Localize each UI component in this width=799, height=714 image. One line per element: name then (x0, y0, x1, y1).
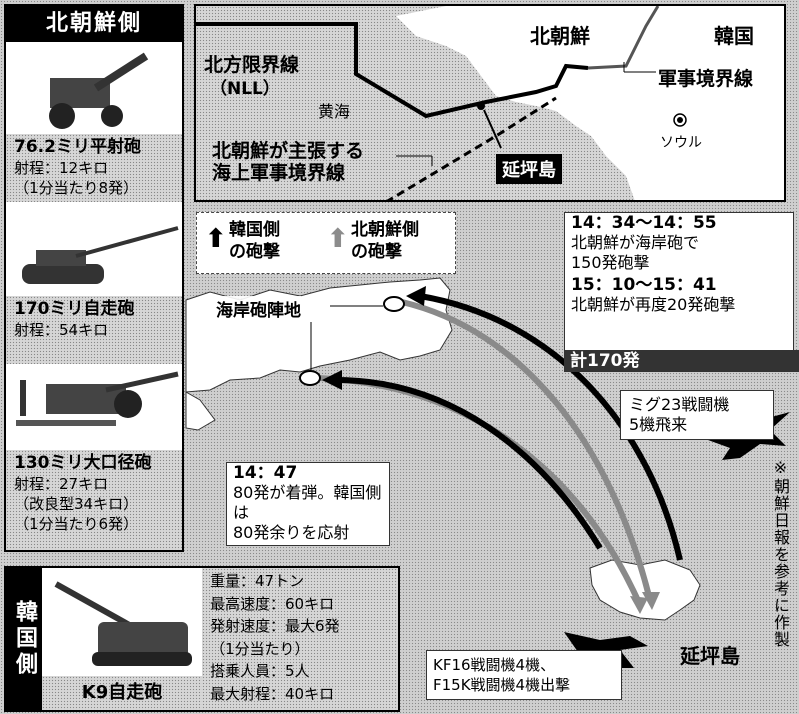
timeline-box: 14：34〜14：55 北朝鮮が海岸砲で 150発砲撃 15：10〜15：41 … (564, 212, 794, 352)
k9-name: K9自走砲 (42, 676, 202, 710)
seoul-label: ソウル (660, 135, 702, 151)
artillery-site-marker (299, 370, 321, 386)
response-box: 14：47 80発が着弾。韓国側は 80発余りを応射 (226, 462, 390, 546)
timeline-time-2: 15：10〜15：41 (571, 275, 717, 295)
yeonpyeong-map-label: 延坪島 (496, 154, 562, 184)
self-propelled-gun-icon (6, 202, 182, 296)
mdl-label: 軍事境界線 (658, 68, 754, 90)
k9-specs: 重量：47トン 最高速度：60キロ 発射速度：最大6発 （1分当たり） 搭乗人員… (202, 568, 398, 710)
response-time: 14：47 (233, 463, 298, 483)
grey-arrow-icon: ⬆ (327, 224, 349, 254)
nk-claim-line-label-1: 北朝鮮が主張する (212, 140, 365, 162)
weapon-info-170mm: 170ミリ自走砲 射程：54キロ (6, 296, 182, 364)
k9-howitzer-icon (42, 568, 202, 676)
weapon-info-76mm: 76.2ミリ平射砲 射程：12キロ （1分当たり8発） (6, 134, 182, 202)
south-korea-weapon-panel: 韓国側 K9自走砲 重量：47トン 最高速度：60キロ 発射速度：最大6発 （1… (4, 566, 400, 712)
sk-jets-note: KF16戦闘機4機、 F15K戦闘機4機出撃 (426, 650, 622, 700)
panel-header: 北朝鮮側 (6, 6, 182, 42)
field-gun-icon (6, 42, 182, 134)
legend-north-korea: ⬆ 北朝鮮側 の砲撃 (327, 220, 419, 262)
north-korea-label: 北朝鮮 (530, 24, 590, 48)
north-korea-weapons-panel: 北朝鮮側 76.2ミリ平射砲 射程：12キロ （1分当たり8発） 170ミリ自走… (4, 4, 184, 552)
total-shells-badge: 計170発 (564, 350, 799, 372)
artillery-site-marker (383, 296, 405, 312)
nk-shelling-arrow-1 (401, 299, 653, 601)
overview-map: 北方限界線 （NLL） 黄海 北朝鮮が主張する 海上軍事境界線 北朝鮮 韓国 軍… (194, 4, 786, 202)
source-note: ※朝鮮日報を参考に作製 (771, 458, 790, 648)
nll-label: 北方限界線 (204, 54, 300, 76)
yeonpyeong-island-label: 延坪島 (680, 644, 740, 668)
coastal-artillery-label: 海岸砲陣地 (216, 296, 301, 321)
legend-south-korea: ⬆ 韓国側 の砲撃 (205, 220, 280, 262)
timeline-time-1: 14：34〜14：55 (571, 213, 717, 233)
weapon-info-130mm: 130ミリ大口径砲 射程：27キロ （改良型34キロ） （1分当たり6発） (6, 450, 182, 550)
mig-note: ミグ23戦闘機 5機飛来 (620, 390, 774, 440)
sk-shelling-arrow-1 (419, 293, 683, 561)
panel-side-label: 韓国側 (6, 568, 42, 710)
shelling-legend: ⬆ 韓国側 の砲撃 ⬆ 北朝鮮側 の砲撃 (196, 212, 456, 274)
black-arrow-icon: ⬆ (205, 224, 227, 254)
nk-claim-line-label-2: 海上軍事境界線 (212, 162, 346, 184)
south-korea-label: 韓国 (714, 24, 754, 48)
heavy-gun-icon (6, 364, 182, 450)
yellow-sea-label: 黄海 (318, 102, 351, 121)
sk-shelling-arrow-2 (335, 377, 603, 550)
nll-abbr-label: （NLL） (210, 79, 280, 99)
